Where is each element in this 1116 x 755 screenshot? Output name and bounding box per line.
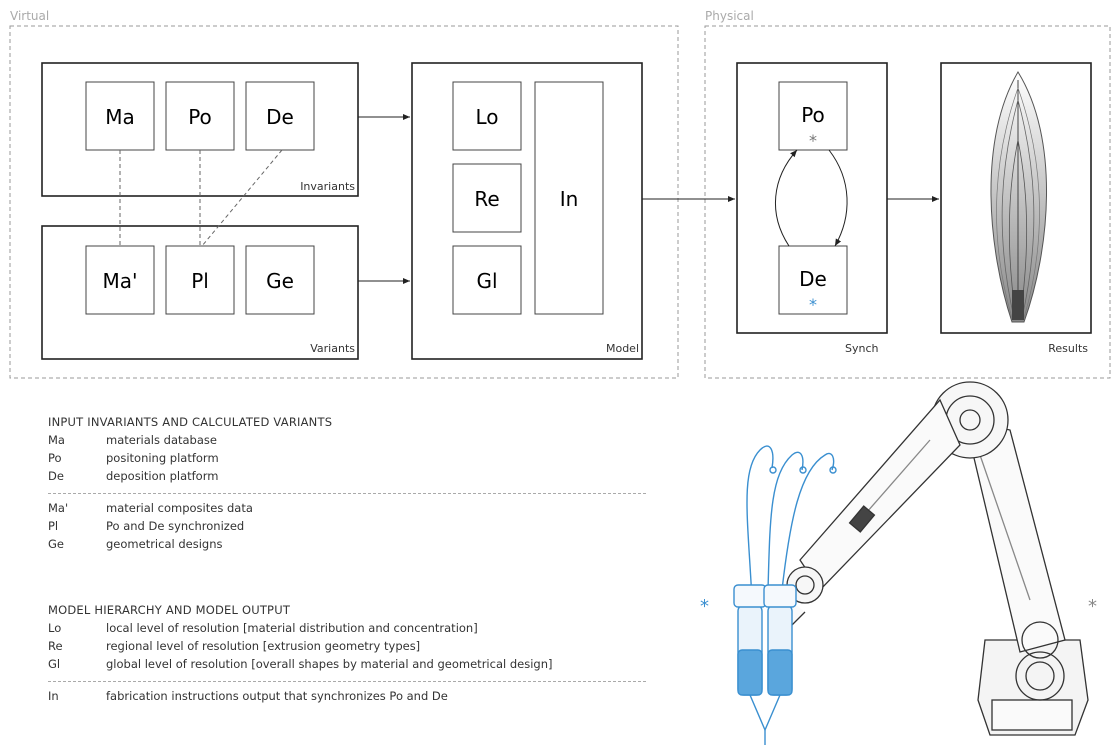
invariants-label: Invariants [300, 180, 355, 193]
sync-arc-down [828, 149, 848, 247]
model-box: Lo Re Gl In Model [411, 62, 643, 360]
synch-de-star: * [809, 295, 817, 314]
physical-region [704, 25, 1111, 379]
legend-divider [48, 681, 646, 682]
robot-arm-icon [769, 381, 1089, 736]
virtual-region-label: Virtual [10, 9, 49, 23]
legend-heading-invariants: INPUT INVARIANTS AND CALCULATED VARIANTS [48, 415, 333, 429]
cell-po: Po [188, 105, 212, 129]
cell-synch-de: De [799, 267, 827, 291]
legend-divider [48, 493, 646, 494]
leaf-result-icon [990, 71, 1047, 323]
virtual-region [9, 25, 679, 379]
cell-gl: Gl [476, 269, 497, 293]
flow-arrows [358, 114, 939, 284]
cell-pl: Pl [191, 269, 209, 293]
legend-invariants: INPUT INVARIANTS AND CALCULATED VARIANTS… [48, 413, 648, 553]
variants-box: Ma' Pl Ge Variants [41, 225, 359, 360]
synch-po-star: * [809, 131, 817, 150]
legend-item: Ma'material composites data [48, 501, 253, 515]
results-label: Results [1048, 342, 1088, 355]
cell-ma-prime: Ma' [102, 269, 137, 293]
physical-region-label: Physical [705, 9, 754, 23]
cell-lo: Lo [475, 105, 498, 129]
cell-synch-po: Po [801, 103, 825, 127]
cell-de: De [266, 105, 294, 129]
invariant-variant-links [119, 149, 283, 247]
dual-extruder-icon [733, 445, 837, 745]
legend-heading-model: MODEL HIERARCHY AND MODEL OUTPUT [48, 603, 291, 617]
cell-in: In [560, 187, 579, 211]
variants-label: Variants [310, 342, 355, 355]
synch-box: Po * De * Synch [736, 62, 888, 355]
sync-arc-up [774, 149, 798, 247]
invariants-box: Ma Po De Invariants [41, 62, 359, 197]
cell-ma: Ma [105, 105, 135, 129]
model-label: Model [606, 342, 639, 355]
cell-ge: Ge [266, 269, 294, 293]
right-star-marker: * [1088, 596, 1097, 617]
results-box: Results [940, 62, 1092, 355]
synch-label: Synch [845, 342, 879, 355]
left-star-marker: * [700, 596, 709, 617]
cell-re: Re [474, 187, 499, 211]
